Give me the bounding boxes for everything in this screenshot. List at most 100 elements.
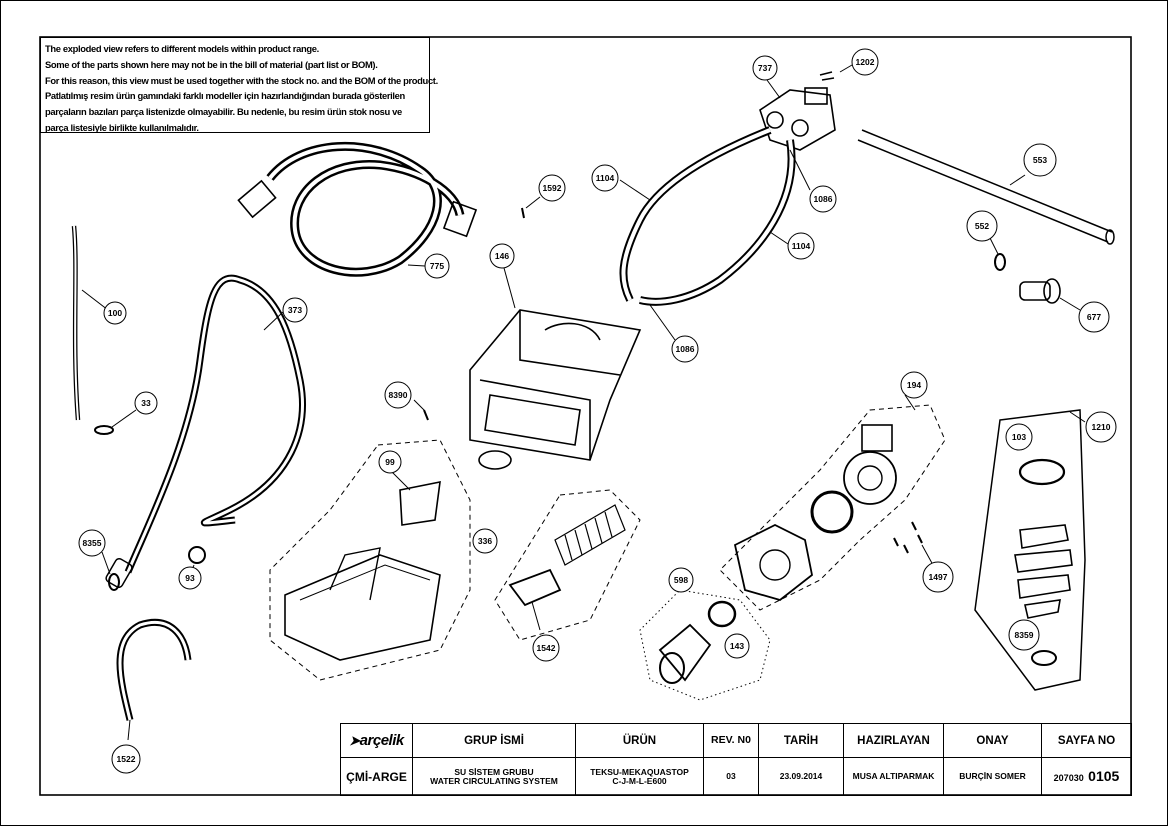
label-677: 677 — [1078, 301, 1110, 333]
header-rev: REV. N0 — [703, 723, 759, 758]
header-page: SAYFA NO — [1041, 723, 1132, 758]
part-553-pipe — [857, 129, 1115, 245]
label-8355: 8355 — [78, 529, 106, 557]
part-1497-screws — [893, 521, 934, 566]
svg-text:373: 373 — [288, 305, 302, 315]
part-598-pump-filter — [639, 589, 771, 701]
part-33-clamp — [94, 409, 137, 435]
page-number-value: 207030 0105 — [1041, 757, 1132, 796]
label-8390: 8390 — [384, 381, 412, 409]
svg-text:1086: 1086 — [676, 344, 695, 354]
page-prefix: 207030 — [1053, 772, 1084, 783]
header-prepared: HAZIRLAYAN — [843, 723, 944, 758]
label-1522: 1522 — [111, 744, 141, 774]
svg-text:1210: 1210 — [1092, 422, 1111, 432]
note-line-tr-2: parçaların bazıları parça listenizde olm… — [45, 106, 402, 118]
approved-value: BURÇİN SOMER — [943, 757, 1042, 796]
svg-text:1592: 1592 — [543, 183, 562, 193]
part-8355-clip — [101, 551, 120, 591]
label-1592: 1592 — [538, 174, 566, 202]
date-value: 23.09.2014 — [758, 757, 844, 796]
part-373-drain-hose — [105, 274, 306, 589]
svg-text:143: 143 — [730, 641, 744, 651]
prepared-value: MUSA ALTIPARMAK — [843, 757, 944, 796]
part-1542-filter-group — [494, 489, 641, 641]
svg-text:598: 598 — [674, 575, 688, 585]
svg-text:553: 553 — [1033, 155, 1047, 165]
label-1086-b: 1086 — [671, 335, 699, 363]
brand-logo: ➤arçelik — [340, 723, 413, 758]
part-100-rod — [71, 225, 109, 421]
title-block: ➤arçelik GRUP İSMİ ÜRÜN REV. N0 TARİH HA… — [340, 723, 1132, 796]
rev-value: 03 — [703, 757, 759, 796]
part-677-connector — [1019, 278, 1081, 311]
label-8359: 8359 — [1008, 619, 1040, 651]
note-line-en-3: For this reason, this view must be used … — [45, 74, 438, 86]
part-1210-bellows-group — [974, 409, 1086, 691]
part-1592-screw — [521, 196, 541, 219]
svg-text:33: 33 — [141, 398, 151, 408]
label-552: 552 — [966, 210, 998, 242]
label-146: 146 — [489, 243, 515, 269]
label-194: 194 — [900, 371, 928, 399]
svg-text:146: 146 — [495, 251, 509, 261]
svg-text:552: 552 — [975, 221, 989, 231]
svg-text:677: 677 — [1087, 312, 1101, 322]
note-line-en-1: The exploded view refers to different mo… — [45, 43, 319, 54]
note-line-en-2: Some of the parts shown here may not be … — [45, 58, 378, 70]
svg-text:1202: 1202 — [856, 57, 875, 67]
product-value: TEKSU-MEKAQUASTOP C-J-M-L-E600 — [575, 757, 704, 796]
part-775-inlet-hose — [237, 141, 478, 277]
note-line-tr-3: parça listesiyle birlikte kullanılmalıdı… — [45, 121, 199, 133]
part-8390-screw — [413, 399, 429, 421]
label-373: 373 — [282, 297, 308, 323]
note-line-tr-1: Patlatılmış resim ürün gamındaki farklı … — [45, 90, 405, 102]
part-labels: 100 33 373 775 8355 93 1522 146 1592 839… — [78, 48, 1117, 774]
product-line-1: TEKSU-MEKAQUASTOP — [590, 766, 689, 777]
part-146-drawer-housing — [469, 267, 642, 470]
group-name-tr: SU SİSTEM GRUBU — [454, 766, 534, 777]
header-date: TARİH — [758, 723, 844, 758]
disclaimer-note: The exploded view refers to different mo… — [40, 37, 438, 133]
svg-text:336: 336 — [478, 536, 492, 546]
label-100: 100 — [103, 301, 127, 325]
svg-text:8359: 8359 — [1015, 630, 1034, 640]
label-93: 93 — [178, 566, 202, 590]
svg-text:1542: 1542 — [537, 643, 556, 653]
svg-text:775: 775 — [430, 261, 444, 271]
label-1086-a: 1086 — [809, 185, 837, 213]
part-93-clamp — [188, 546, 206, 571]
svg-text:103: 103 — [1012, 432, 1026, 442]
label-737: 737 — [752, 55, 778, 81]
label-99: 99 — [378, 450, 402, 474]
svg-text:1497: 1497 — [929, 572, 948, 582]
group-name-en: WATER CIRCULATING SYSTEM — [430, 775, 558, 786]
label-143: 143 — [724, 633, 750, 659]
svg-text:1086: 1086 — [814, 194, 833, 204]
label-1104-a: 1104 — [591, 164, 619, 192]
svg-text:1104: 1104 — [596, 173, 615, 183]
header-product: ÜRÜN — [575, 723, 704, 758]
part-194-pump-assembly — [719, 394, 946, 611]
svg-text:737: 737 — [758, 63, 772, 73]
product-line-2: C-J-M-L-E600 — [612, 775, 667, 786]
svg-text:8355: 8355 — [83, 538, 102, 548]
part-1104-hoses — [619, 126, 811, 341]
part-336-detergent-drawer — [269, 439, 471, 681]
label-336: 336 — [472, 528, 498, 554]
page-number: 0105 — [1088, 767, 1120, 784]
label-1104-b: 1104 — [787, 232, 815, 260]
label-1497: 1497 — [922, 561, 954, 593]
label-775: 775 — [424, 253, 450, 279]
label-1542: 1542 — [532, 634, 560, 662]
svg-text:194: 194 — [907, 380, 921, 390]
svg-text:99: 99 — [385, 457, 395, 467]
group-name-value: SU SİSTEM GRUBU WATER CIRCULATING SYSTEM — [412, 757, 576, 796]
part-552-clip — [989, 237, 1006, 271]
label-103: 103 — [1005, 423, 1033, 451]
svg-text:1104: 1104 — [792, 241, 811, 251]
label-33: 33 — [134, 391, 158, 415]
label-1202: 1202 — [851, 48, 879, 76]
label-598: 598 — [668, 567, 694, 593]
